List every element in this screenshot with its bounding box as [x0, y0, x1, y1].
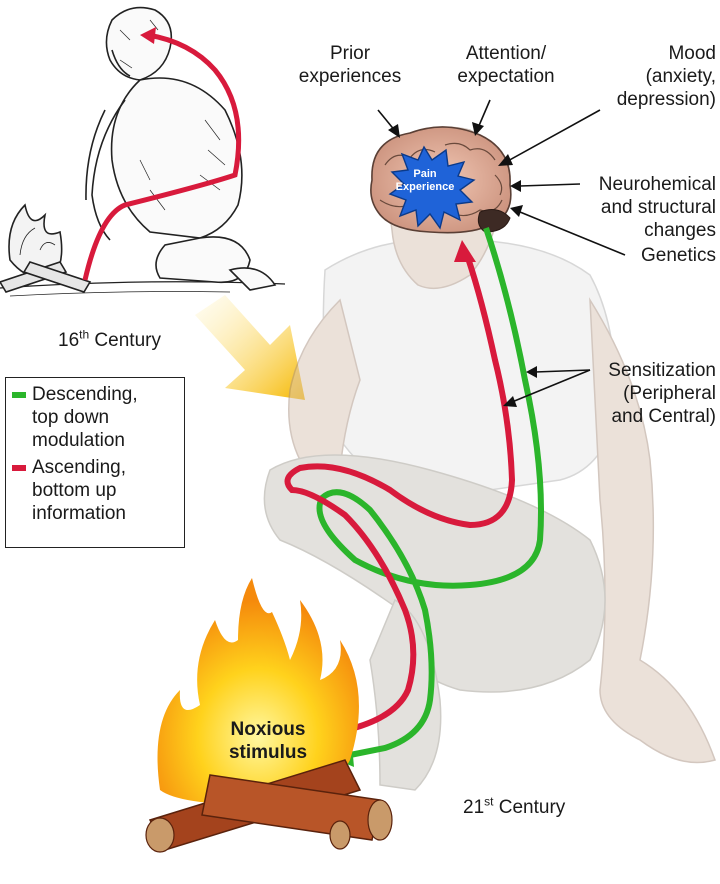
label-sensitization: Sensitization (Peripheral and Central) — [608, 360, 716, 427]
label-noxious-stimulus: Noxious stimulus — [228, 719, 308, 763]
woodcut-arrow-head — [140, 27, 156, 44]
modern-figure — [263, 126, 716, 791]
label-prior-experiences: Prior experiences — [298, 43, 402, 87]
label-neurochemical: Neurohemical and structural changes — [598, 174, 716, 241]
woodcut-ascending-path — [82, 32, 242, 281]
label-attention-expectation: Attention/ expectation — [457, 43, 555, 87]
legend-swatch-descending — [12, 392, 26, 398]
woodcut-figure — [0, 6, 286, 297]
pain-experience-star — [388, 145, 476, 230]
label-genetics: Genetics — [641, 245, 716, 266]
ascending-path — [284, 257, 516, 735]
legend-label-descending: Descending, top down modulation — [32, 384, 138, 451]
legend-item-descending: Descending, top down modulation — [12, 383, 178, 452]
legend-item-ascending: Ascending, bottom up information — [12, 456, 178, 525]
label-pain-experience: Pain Experience — [395, 168, 455, 193]
legend-swatch-ascending — [12, 465, 26, 471]
campfire — [145, 578, 393, 853]
transition-arrow — [195, 295, 305, 400]
legend-label-ascending: Ascending, bottom up information — [32, 457, 127, 524]
descending-path — [316, 227, 544, 758]
label-mood: Mood (anxiety, depression) — [616, 43, 716, 110]
legend: Descending, top down modulation Ascendin… — [5, 377, 185, 548]
ascending-arrow-head — [454, 240, 476, 262]
label-21st-century: 21st Century — [463, 794, 566, 818]
factor-arrows — [377, 99, 626, 407]
label-16th-century: 16th Century — [58, 327, 161, 351]
